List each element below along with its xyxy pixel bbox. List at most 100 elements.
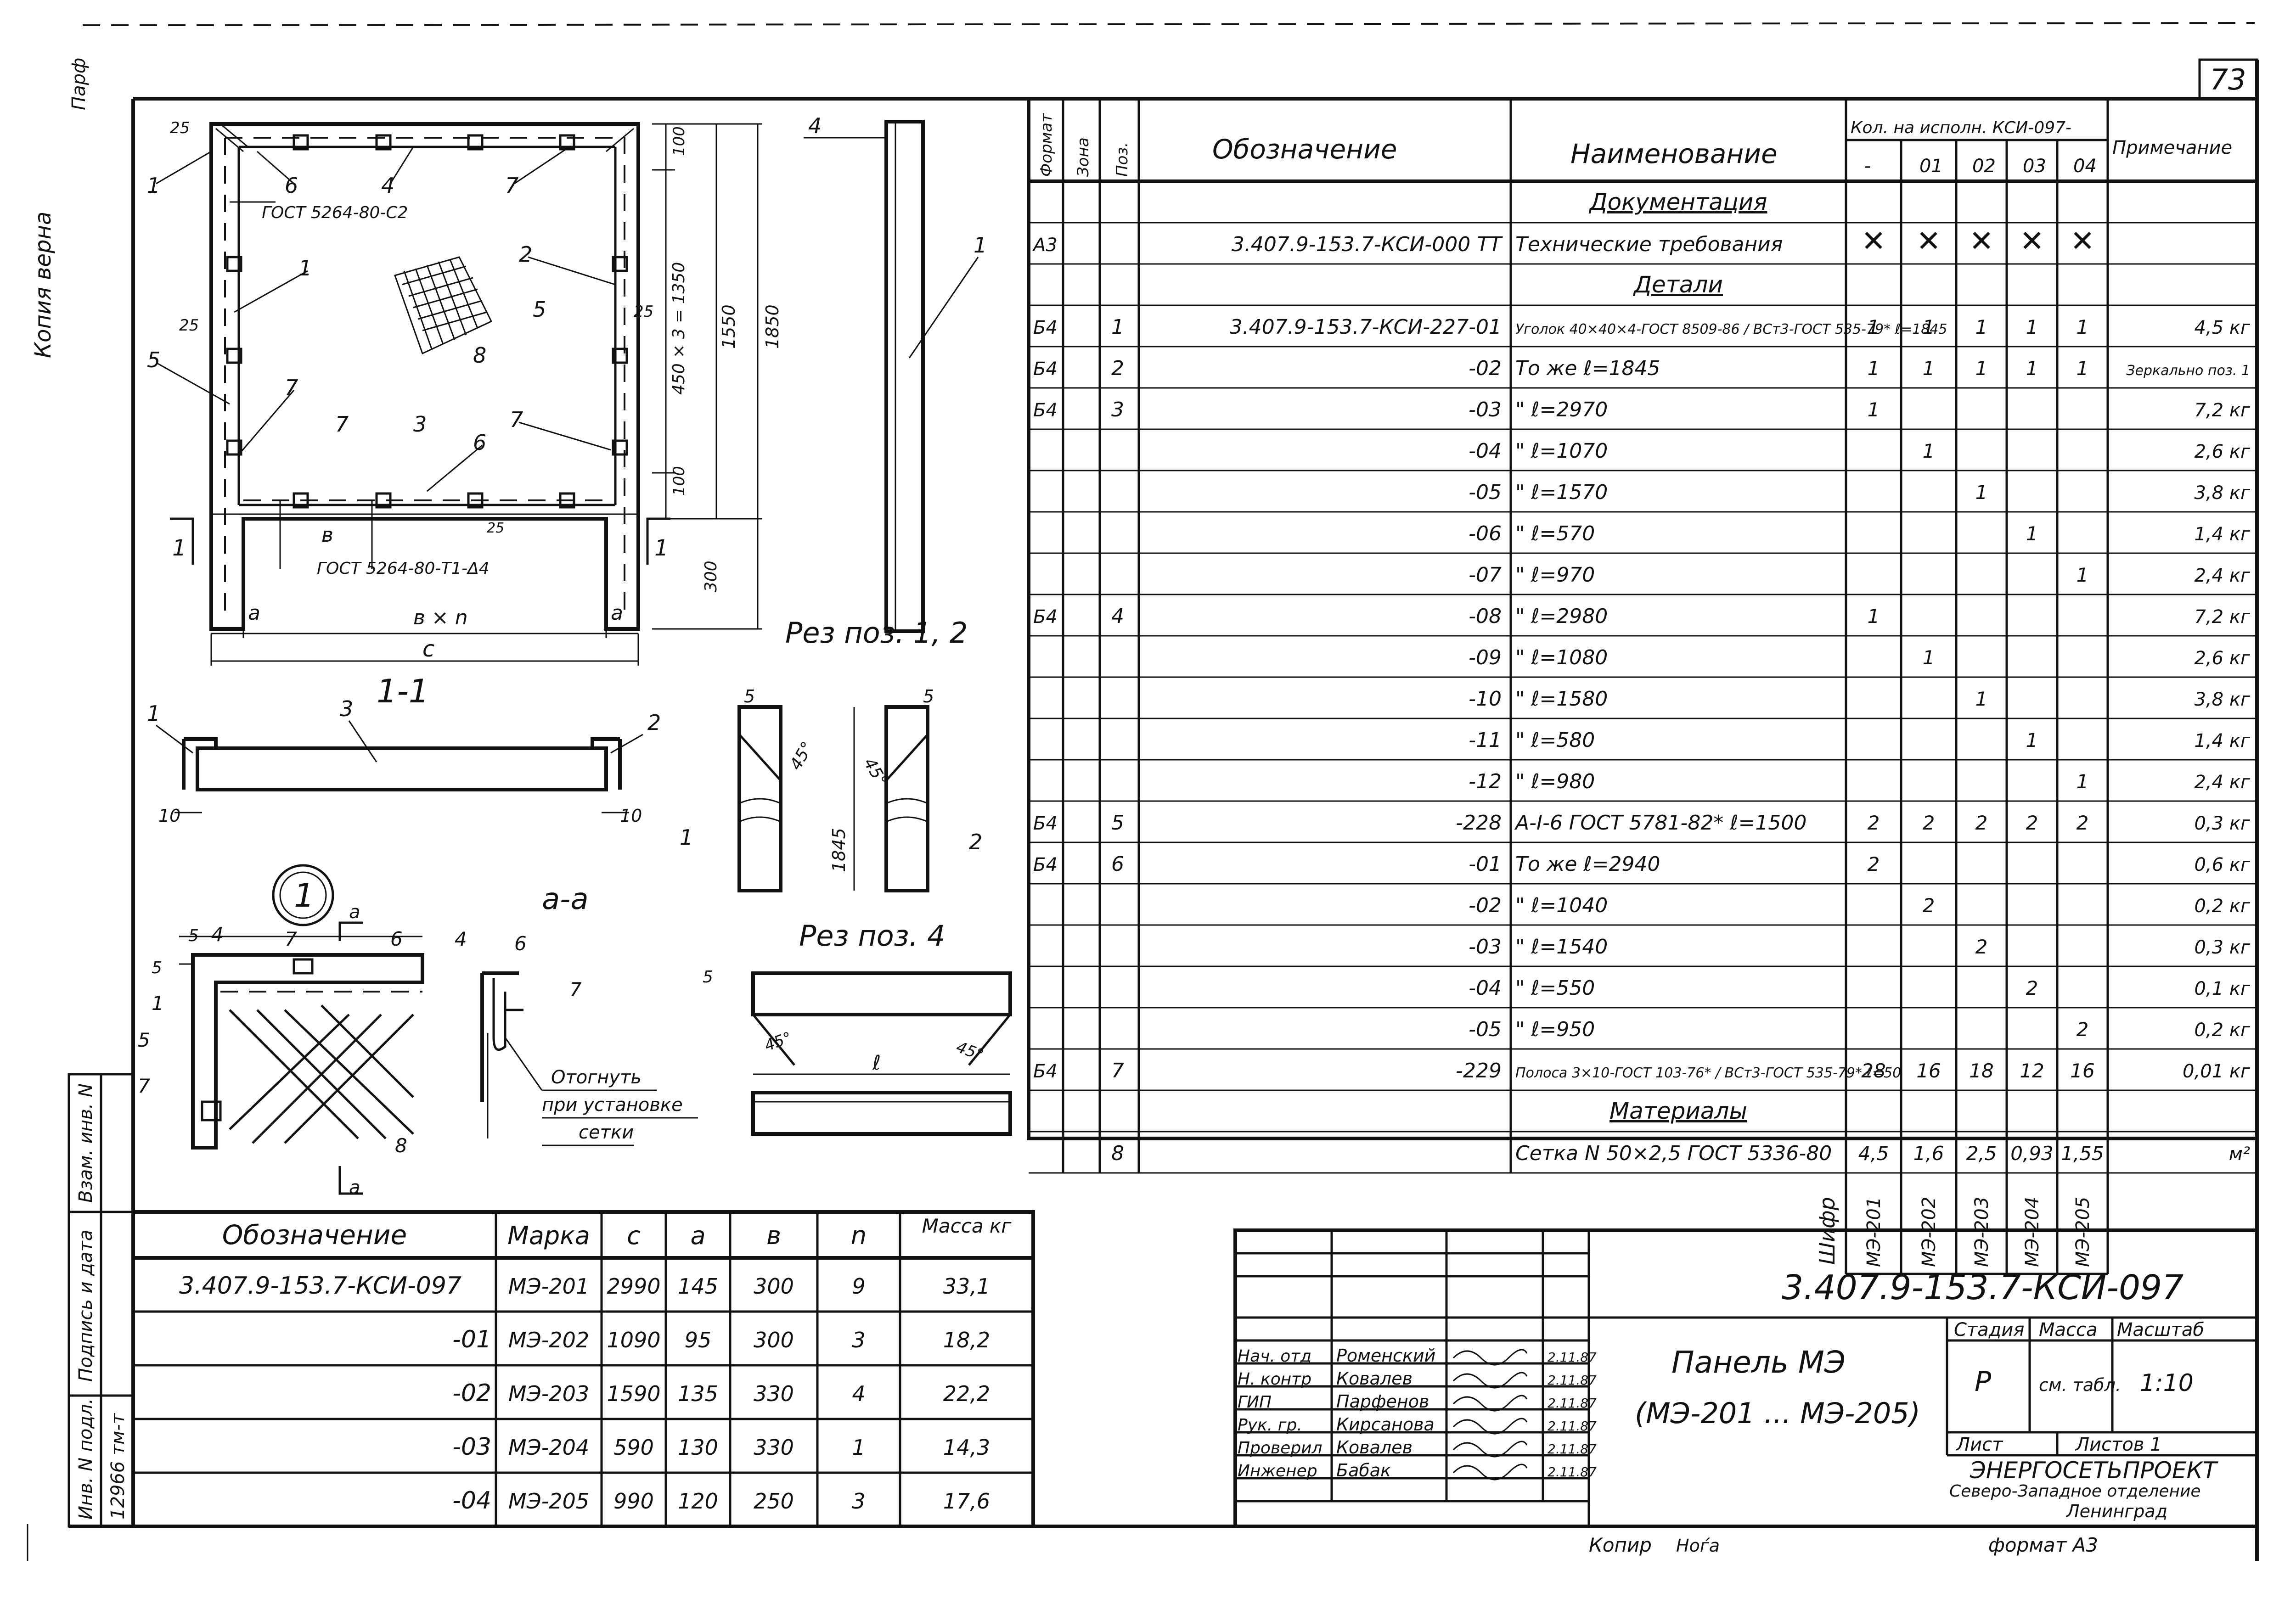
spec-designation-cell: -08 — [1469, 605, 1502, 628]
marks-cell: МЭ-205 — [508, 1489, 589, 1514]
marks-cell: -01 — [452, 1326, 491, 1353]
spec-h-col-4: 04 — [2073, 156, 2097, 177]
spec-note-cell: 0,2 кг — [2194, 896, 2250, 917]
strip-label-sign-date: Подпись и дата — [75, 1230, 96, 1382]
cut-pos-1-leader: 1 — [974, 233, 987, 258]
spec-h-col-3: 03 — [2023, 156, 2046, 177]
marks-cell: МЭ-204 — [508, 1435, 589, 1460]
spec-format-cell: Б4 — [1033, 1061, 1058, 1082]
marks-h-3: а — [690, 1221, 705, 1250]
stamp-name: Ковалев — [1336, 1368, 1412, 1389]
signature-mark — [1452, 1349, 1528, 1366]
end-pos-2: 2 — [969, 830, 982, 854]
page-number: 73 — [2210, 63, 2246, 96]
pos-7d-label: 7 — [510, 407, 523, 432]
stamp-date: 2.11.87 — [1548, 1350, 1597, 1365]
spec-note-cell: 3,8 кг — [2194, 689, 2250, 710]
dim-b: в — [321, 523, 333, 547]
marks-cell: 120 — [678, 1489, 718, 1514]
node-pos-5: 5 — [138, 1029, 150, 1051]
spec-name-cell: " ℓ=1070 — [1515, 439, 1608, 463]
marks-cell: 3 — [852, 1489, 865, 1514]
spec-qty-cell: 1 — [1923, 357, 1935, 380]
node-dim-5b: 5 — [152, 959, 162, 977]
end-dim-5a: 5 — [744, 686, 755, 707]
panel-elevation: a a в × n с в 25 25 25 25 100 100 450 × … — [147, 119, 782, 666]
pos-8-label: 8 — [473, 343, 486, 368]
spec-qty-cell: ✕ — [1861, 224, 1886, 258]
node-pos-7b: 7 — [138, 1075, 150, 1097]
spec-note-cell: 2,4 кг — [2194, 772, 2250, 793]
spec-qty-cell: 2 — [1975, 936, 1988, 958]
marks-cell: 95 — [685, 1328, 712, 1352]
marks-h-5: n — [851, 1221, 867, 1250]
spec-designation-cell: -05 — [1469, 481, 1502, 504]
dim-1550: 1550 — [719, 304, 739, 349]
spec-name-cell: " ℓ=2980 — [1515, 605, 1608, 628]
spec-designation-cell: -03 — [1469, 935, 1502, 959]
spec-qty-cell: 16 — [1916, 1060, 1941, 1082]
spec-designation-cell: -02 — [1469, 357, 1502, 380]
spec-name-cell: То же ℓ=1845 — [1515, 357, 1660, 380]
sec-mark-right: 1 — [654, 535, 669, 561]
marks-h-1: Марка — [507, 1221, 590, 1250]
spec-qty-cell: 2 — [1923, 894, 1935, 917]
spec-qty-cell: 1 — [2077, 770, 2089, 793]
spec-h-pos: Поз. — [1113, 142, 1131, 177]
spec-name-cell: Уголок 40×40×4-ГОСТ 8509-86 / ВСт3-ГОСТ … — [1515, 321, 1947, 337]
section-1-1: 1-1 10 10 1 3 2 — [147, 673, 661, 826]
spec-name-cell: " ℓ=580 — [1515, 729, 1595, 752]
marks-cell: 9 — [852, 1274, 865, 1299]
dim-c: с — [422, 636, 434, 662]
stamp-date: 2.11.87 — [1548, 1419, 1597, 1434]
spec-name-cell: " ℓ=1080 — [1515, 646, 1608, 669]
spec-qty-cell: 1 — [2026, 357, 2038, 380]
stamp-title-2: (МЭ-201 ... МЭ-205) — [1635, 1396, 1920, 1430]
marks-cell: МЭ-202 — [508, 1328, 589, 1352]
dim-bxn: в × n — [413, 606, 468, 629]
spec-note-cell: м² — [2229, 1144, 2250, 1165]
spec-note-cell: Зеркально поз. 1 — [2126, 363, 2250, 379]
end-dim-1845: 1845 — [829, 828, 849, 872]
pos-3-label: 3 — [413, 412, 427, 437]
spec-qty-cell: 1,6 — [1913, 1142, 1944, 1165]
spec-note-cell: 0,01 кг — [2183, 1061, 2251, 1082]
stamp-name: Парфенов — [1336, 1391, 1429, 1412]
pos-7-label: 7 — [505, 173, 518, 198]
spec-designation-cell: -04 — [1469, 439, 1502, 463]
spec-qty-cell: 1 — [2077, 316, 2089, 338]
marks-cell: 135 — [678, 1381, 718, 1406]
spec-designation-cell: -228 — [1456, 811, 1502, 835]
spec-format-cell: Б4 — [1033, 606, 1058, 628]
pos-7b-label: 7 — [285, 375, 298, 400]
stamp-role: Нач. отд — [1238, 1347, 1311, 1366]
spec-format-cell: Б4 — [1033, 854, 1058, 875]
marks-cell: 2990 — [607, 1274, 660, 1299]
spec-designation-cell: -09 — [1469, 646, 1502, 669]
node-pos-4: 4 — [211, 923, 224, 946]
end-ang-45a: 45° — [786, 739, 817, 774]
end-cut-detail: 5 5 45° 45° 1845 1 2 — [680, 686, 982, 892]
marks-cell: 4 — [852, 1381, 865, 1406]
stamp-mass: см. табл. — [2039, 1375, 2121, 1395]
node-sec-a-bottom: а — [349, 1177, 360, 1198]
marks-cell: 1090 — [607, 1328, 660, 1352]
node-pos-1: 1 — [152, 992, 164, 1015]
stamp-stage: Р — [1975, 1366, 1992, 1398]
marks-cell: 990 — [613, 1489, 654, 1514]
node-dim-5a: 5 — [188, 926, 199, 945]
spec-qty-cell: 2 — [2077, 812, 2089, 834]
spec-name-cell: " ℓ=980 — [1515, 770, 1595, 793]
marks-cell: 22,2 — [943, 1381, 990, 1406]
stamp-role: Инженер — [1238, 1462, 1317, 1480]
marks-cell: 3 — [852, 1328, 865, 1352]
spec-name-cell: " ℓ=2970 — [1515, 398, 1608, 421]
spec-name-cell: Технические требования — [1515, 233, 1783, 256]
spec-qty-cell: 2 — [1923, 812, 1935, 834]
spec-designation-cell: -03 — [1469, 398, 1502, 421]
spec-note-cell: 0,1 кг — [2194, 978, 2250, 999]
marks-cell: 33,1 — [943, 1274, 990, 1299]
spec-pos-cell: 6 — [1111, 852, 1124, 876]
spec-h-designation: Обозначение — [1212, 134, 1397, 165]
